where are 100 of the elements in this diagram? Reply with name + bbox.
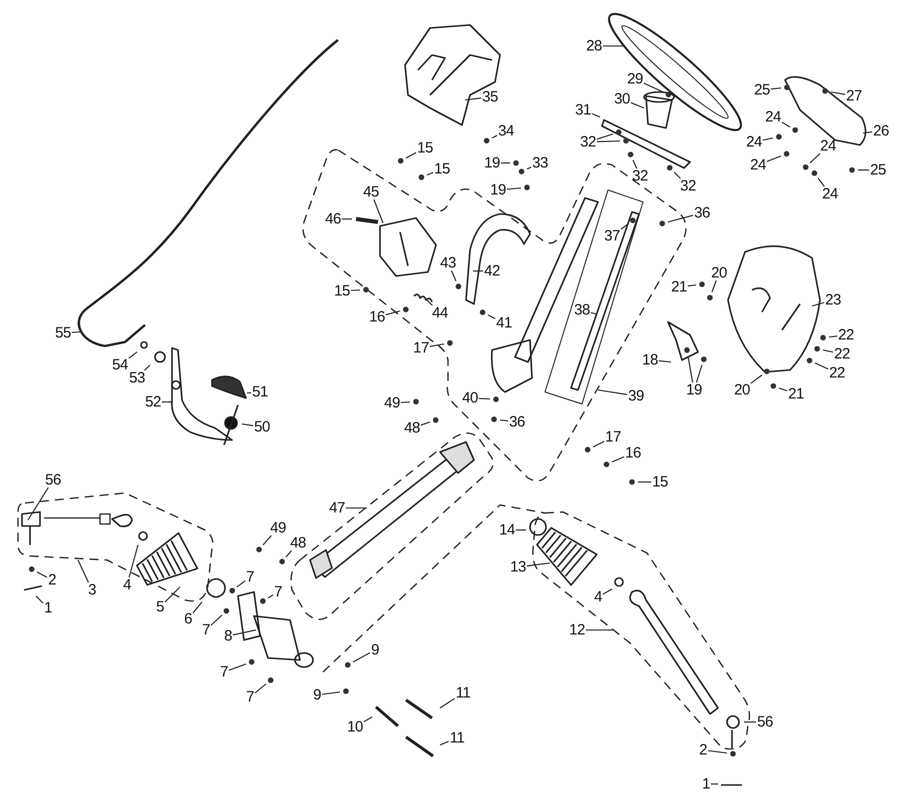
callout-number: 25 <box>869 162 887 178</box>
leader-line <box>72 331 80 334</box>
callout-number: 12 <box>568 622 586 638</box>
leader-line <box>36 572 48 578</box>
leader-line <box>668 214 694 223</box>
leader-line <box>400 401 410 404</box>
leader-line <box>782 122 790 128</box>
leader-line <box>708 750 728 754</box>
callout-number: 47 <box>328 500 346 516</box>
leader-line <box>192 602 202 614</box>
callout-number: 15 <box>433 162 451 176</box>
callout-number: 15 <box>416 140 434 156</box>
leader-line <box>812 302 824 307</box>
leader-line <box>488 314 496 320</box>
leader-line <box>426 172 434 176</box>
callout-number: 38 <box>573 302 591 318</box>
leader-line <box>430 343 444 347</box>
callout-number: 43 <box>439 256 457 270</box>
leader-line <box>596 140 620 142</box>
callout-number: 7 <box>245 690 255 704</box>
callout-number: 9 <box>370 642 380 658</box>
callout-number: 6 <box>183 612 193 626</box>
callout-number: 19 <box>489 182 507 198</box>
leader-line <box>440 698 456 708</box>
callout-number: 19 <box>685 382 703 398</box>
callout-number: 7 <box>219 664 229 680</box>
leader-line <box>744 721 756 723</box>
callout-number: 24 <box>749 158 767 172</box>
callout-number: 36 <box>508 414 526 430</box>
leader-line <box>862 131 872 134</box>
callout-number: 49 <box>383 396 401 410</box>
leader-line <box>620 224 628 230</box>
callout-number: 24 <box>819 138 837 154</box>
callout-number: 29 <box>626 72 644 86</box>
callout-number: 24 <box>745 134 763 150</box>
callout-number: 15 <box>651 474 669 490</box>
leader-line <box>440 740 449 746</box>
callout-number: 9 <box>312 688 322 702</box>
callout-number: 37 <box>603 228 621 244</box>
leader-line <box>828 336 838 338</box>
leader-line <box>526 166 532 170</box>
callout-number: 2 <box>698 742 708 758</box>
leader-line <box>478 398 490 400</box>
leader-line <box>696 364 703 383</box>
leader-line <box>598 389 628 396</box>
leader-line <box>674 172 681 179</box>
callout-number: 24 <box>764 110 782 124</box>
callout-number: 19 <box>483 156 501 170</box>
callout-number: 8 <box>223 628 233 644</box>
callout-number: 22 <box>828 366 846 380</box>
leader-line <box>406 152 416 158</box>
leader-line <box>128 544 139 578</box>
callout-number: 32 <box>579 134 597 150</box>
callout-number: 11 <box>454 686 472 700</box>
leader-line <box>492 134 498 138</box>
callout-number: 31 <box>574 102 592 118</box>
callout-number: 34 <box>497 124 515 138</box>
callout-number: 24 <box>821 186 839 202</box>
leader-line <box>420 421 430 426</box>
callout-number: 49 <box>269 520 287 536</box>
leader-line <box>210 614 222 626</box>
leader-line <box>242 423 254 426</box>
leader-line <box>506 187 522 190</box>
callout-number: 36 <box>693 206 711 220</box>
callout-number: 17 <box>604 430 622 444</box>
leader-line <box>28 487 49 520</box>
leader-line <box>262 535 272 546</box>
leader-line <box>778 387 788 392</box>
leader-line <box>770 87 782 90</box>
callout-number: 51 <box>251 384 269 400</box>
callout-number: 22 <box>833 346 851 362</box>
callout-number: 1 <box>701 776 711 792</box>
leader-line <box>464 98 482 101</box>
leader-line <box>711 280 717 292</box>
callout-number: 56 <box>44 472 62 488</box>
leader-line <box>364 716 372 722</box>
leader-line <box>586 629 613 631</box>
callout-number: 45 <box>362 184 380 200</box>
leader-line <box>818 178 825 187</box>
leader-line <box>632 160 638 169</box>
leader-line <box>373 199 384 224</box>
callout-number: 7 <box>245 570 255 584</box>
callout-number: 5 <box>155 600 165 614</box>
leader-line <box>592 440 604 448</box>
leader-line <box>638 481 652 483</box>
leader-line <box>658 360 672 363</box>
callout-number: 3 <box>87 582 97 598</box>
leader-line <box>450 270 456 282</box>
leader-line <box>612 456 624 462</box>
leader-line <box>688 284 696 286</box>
callout-number: 25 <box>753 82 771 98</box>
callout-number: 2 <box>47 572 57 588</box>
callout-number: 30 <box>613 92 631 106</box>
callout-number: 40 <box>461 390 479 406</box>
leader-line <box>602 588 612 595</box>
callout-number: 52 <box>144 394 162 410</box>
leader-line <box>822 349 834 353</box>
callout-number: 54 <box>111 358 129 372</box>
leader-line <box>590 312 596 315</box>
leader-line <box>830 91 846 95</box>
